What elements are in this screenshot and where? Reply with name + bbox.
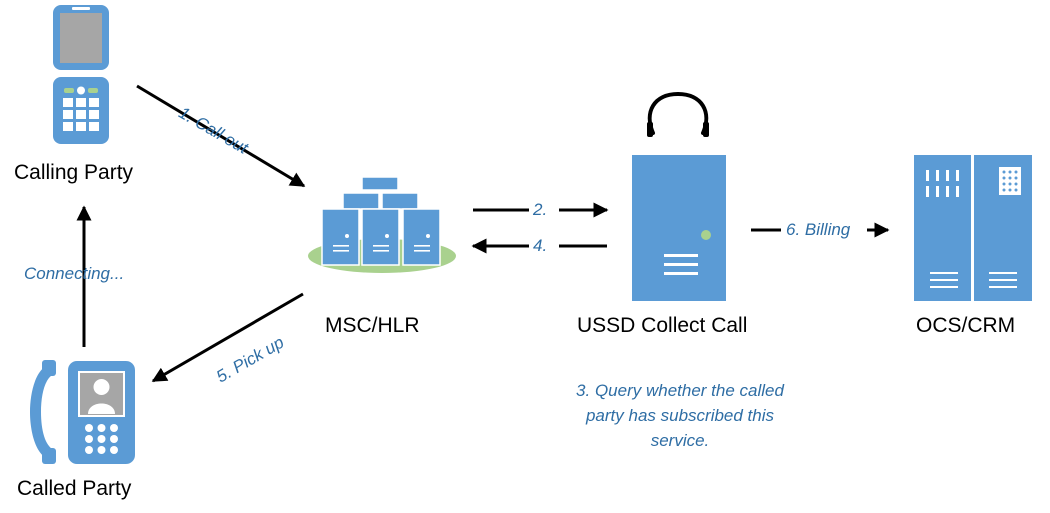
called-party-telephone-icon [30, 360, 135, 464]
query-line-3: service. [650, 431, 710, 450]
ussd-server-tower-icon [632, 155, 726, 301]
ussd-label: USSD Collect Call [577, 314, 748, 337]
calling-party-label: Calling Party [14, 161, 134, 184]
called-party-label: Called Party [17, 477, 132, 500]
msc-hlr-server-cluster-icon [308, 176, 456, 273]
query-line-2: party has subscribed this [585, 406, 775, 425]
query-line-1: 3. Query whether the called [576, 381, 784, 400]
step4-label: 4. [533, 236, 548, 255]
pick-up-arrow [151, 292, 304, 383]
connecting-label: Connecting... [24, 264, 125, 283]
ocs-crm-server-rack-icon [914, 155, 1032, 301]
query-step-note: 3. Query whether the called party has su… [540, 378, 820, 453]
step2-label: 2. [533, 200, 548, 219]
ocs-crm-label: OCS/CRM [916, 314, 1016, 337]
msc-hlr-label: MSC/HLR [325, 314, 420, 337]
billing-step-label: 6. Billing [786, 220, 851, 239]
ussd-headset-icon [647, 91, 709, 137]
call-out-arrow [136, 84, 306, 188]
calling-party-phone-icon [53, 5, 109, 144]
